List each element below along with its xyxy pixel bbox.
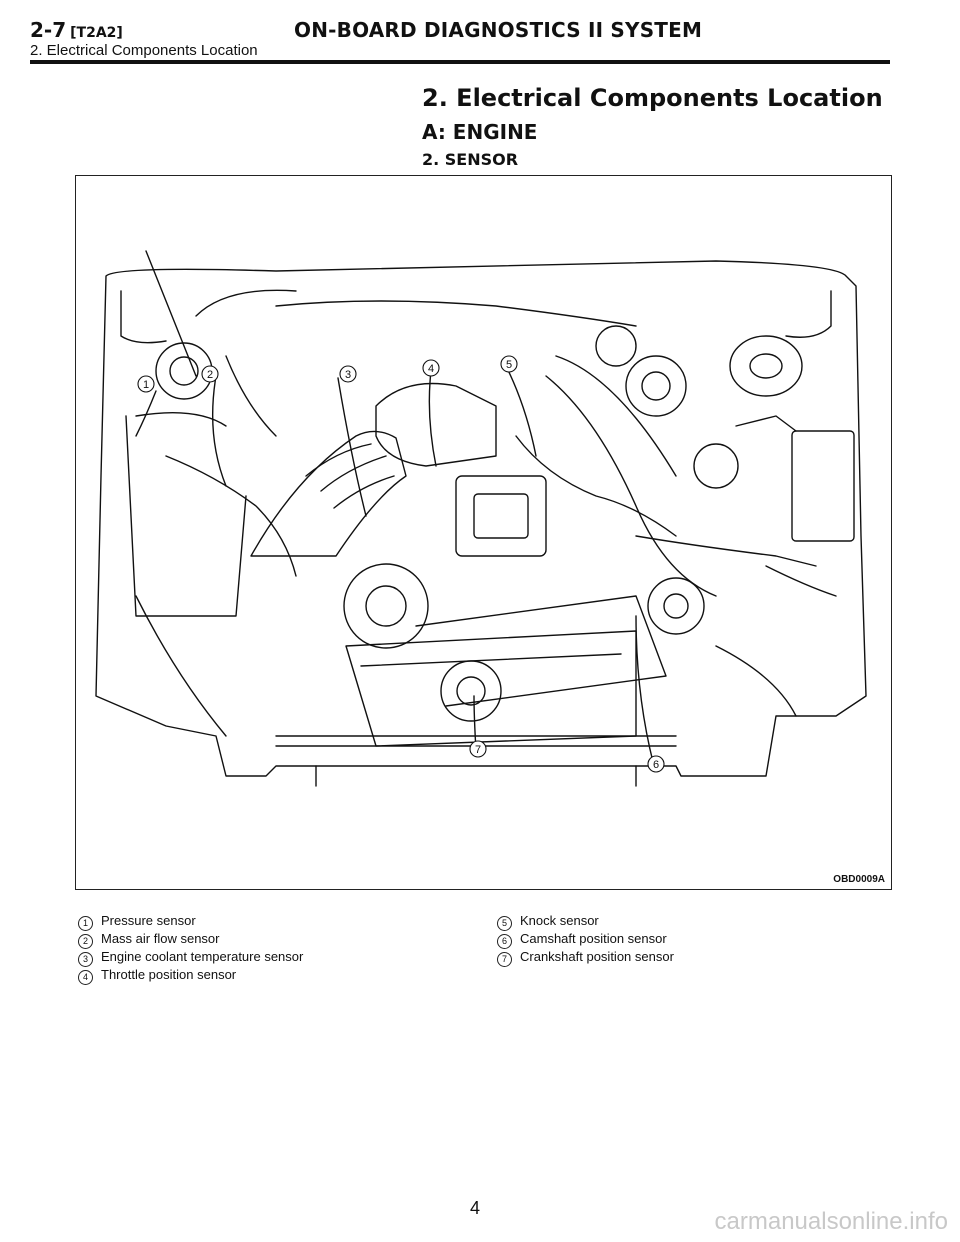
- section-subsubtitle: 2. SENSOR: [422, 150, 519, 169]
- figure-code: OBD0009A: [833, 874, 885, 885]
- page-number: 4: [470, 1198, 481, 1218]
- header-subtitle: 2. Electrical Components Location: [30, 42, 258, 59]
- header-rule: [30, 60, 890, 64]
- callout-6: 6: [653, 759, 659, 771]
- engine-diagram: 1 2 3 4 5 6 7 OBD0009A: [75, 175, 892, 890]
- callout-1: 1: [143, 379, 149, 391]
- callout-7: 7: [475, 744, 481, 756]
- page-code: 2-7[T2A2]: [30, 18, 123, 42]
- callout-3: 3: [345, 369, 351, 381]
- section-subtitle: A: ENGINE: [422, 120, 538, 144]
- callout-5: 5: [506, 359, 512, 371]
- callout-4: 4: [428, 363, 434, 375]
- header-title: ON-BOARD DIAGNOSTICS II SYSTEM: [294, 18, 703, 42]
- callout-2: 2: [207, 369, 213, 381]
- engine-diagram-drawing: 1 2 3 4 5 6 7: [95, 250, 867, 787]
- section-title: 2. Electrical Components Location: [422, 84, 883, 112]
- watermark: carmanualsonline.info: [714, 1208, 948, 1235]
